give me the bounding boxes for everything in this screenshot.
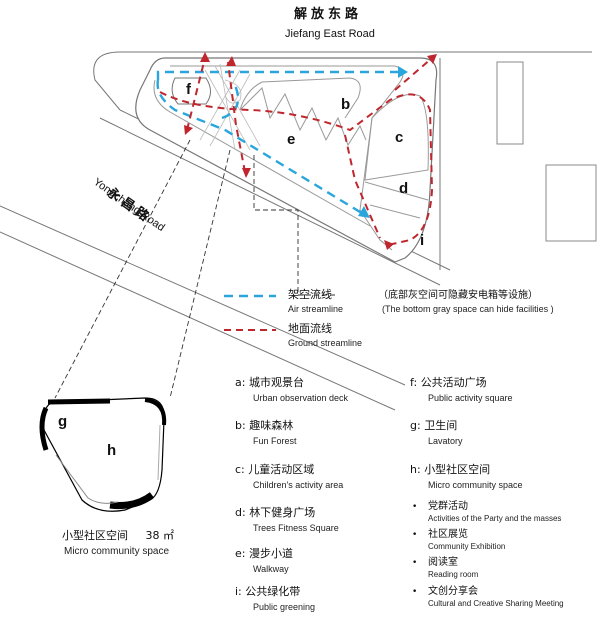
gray-space-note-cn: （底部灰空间可隐藏安电箱等设施） <box>378 290 538 301</box>
micro-space-caption-cn: 小型社区空间 38 ㎡ <box>62 529 175 542</box>
bullet-icon: • <box>412 530 418 540</box>
ground-arrow-3 <box>427 54 437 64</box>
zone-label-f: f <box>186 81 191 98</box>
zone-label-i: i <box>420 232 425 249</box>
legend-item-e: e: 漫步小道 <box>235 547 293 560</box>
bullet-icon: • <box>412 502 418 512</box>
legend-sub-2-en: Community Exhibition <box>428 542 506 551</box>
legend-item-i: i: 公共绿化带 <box>235 585 301 598</box>
site-inner-path <box>170 65 404 251</box>
ground-arrow-4 <box>184 125 193 135</box>
zone-label-g: g <box>58 413 68 430</box>
bullet-icon: • <box>412 587 418 597</box>
ground-streamline-label-cn: 地面流线 <box>288 322 332 335</box>
legend-item-d-en: Trees Fitness Square <box>253 523 339 533</box>
legend-sub-1-en: Activities of the Party and the masses <box>428 514 562 523</box>
legend-item-g: g: 卫生间 <box>410 419 458 432</box>
zone-d-boundary <box>369 204 421 219</box>
legend-item-g-en: Lavatory <box>428 436 463 446</box>
micro-space-thick-edge-top <box>47 398 111 405</box>
legend-sub-3-en: Reading room <box>428 570 479 579</box>
legend-item-i-en: Public greening <box>253 602 316 612</box>
air-streamline-label-en: Air streamline <box>288 304 344 314</box>
micro-space-area: 38 ㎡ <box>145 529 175 542</box>
ground-streamline-path <box>159 57 434 246</box>
legend-sub-3: 阅读室 <box>428 557 458 568</box>
zone-f-boundary <box>171 77 211 105</box>
ground-streamline-label-en: Ground streamline <box>288 338 363 348</box>
legend-sub-4: 文创分享会 <box>428 586 478 597</box>
zone-label-e: e <box>287 131 296 148</box>
legend-item-f-en: Public activity square <box>428 393 513 403</box>
ground-arrow-5 <box>242 168 251 178</box>
legend-item-c: c: 儿童活动区域 <box>235 463 315 476</box>
buildings <box>496 61 597 242</box>
legend-item-e-en: Walkway <box>253 564 289 574</box>
legend-item-c-en: Children's activity area <box>253 480 344 490</box>
forest-zigzag <box>239 87 367 147</box>
zone-label-d: d <box>399 180 409 197</box>
ground-arrow-2 <box>226 56 236 66</box>
air-streamline-path <box>156 70 400 217</box>
legend-item-a-en: Urban observation deck <box>253 393 349 403</box>
legend-item-a: a: 城市观景台 <box>235 376 304 389</box>
ground-arrow-6 <box>384 240 394 250</box>
legend-item-b: b: 趣味森林 <box>235 419 294 432</box>
legend-item-d: d: 林下健身广场 <box>235 506 316 519</box>
gray-space-note-en: (The bottom gray space can hide faciliti… <box>382 304 554 314</box>
micro-space-label: 小型社区空间 <box>62 529 128 542</box>
zone-label-h: h <box>107 442 117 459</box>
bullet-icon: • <box>412 558 418 568</box>
air-arrow-1 <box>398 66 408 78</box>
legend-sub-2: 社区展览 <box>428 529 468 540</box>
legend-item-h: h: 小型社区空间 <box>410 463 491 476</box>
micro-space-thick-edge-right <box>144 398 167 426</box>
legend-sub-4-en: Cultural and Creative Sharing Meeting <box>428 599 564 608</box>
air-arrow-2 <box>358 206 370 218</box>
legend-item-b-en: Fun Forest <box>253 436 297 446</box>
micro-space-thick-edge-bottom <box>109 492 155 509</box>
legend-item-f: f: 公共活动广场 <box>410 376 487 389</box>
micro-space-caption-en: Micro community space <box>64 546 170 557</box>
zone-label-c: c <box>395 129 404 146</box>
leader-lines <box>54 139 336 399</box>
legend-sub-1: 党群活动 <box>428 501 468 512</box>
jiefang-road-lines <box>93 51 592 270</box>
zone-label-b: b <box>341 96 351 113</box>
ground-arrow-1 <box>200 52 210 62</box>
micro-space-thick-edge-left <box>39 406 49 451</box>
air-streamline-label-cn: 架空流线 <box>288 288 332 301</box>
legend-item-h-en: Micro community space <box>428 480 523 490</box>
road-label-jiefang-en: Jiefang East Road <box>285 28 375 40</box>
road-label-jiefang-cn: 解放东路 <box>294 7 363 22</box>
